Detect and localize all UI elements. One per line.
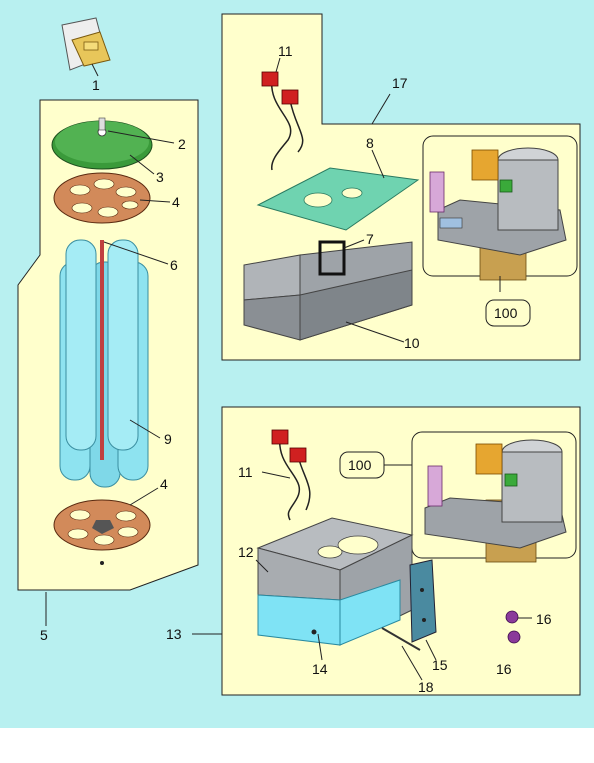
part-18-screw (381, 627, 421, 651)
part-9-tubes (59, 239, 149, 488)
part-10-housing (243, 241, 413, 341)
callout-4-bottom: 4 (160, 476, 168, 492)
callout-100-top: 100 (494, 305, 518, 321)
callout-18: 18 (418, 679, 434, 695)
part-100-top-inset (422, 135, 578, 281)
callout-10: 10 (404, 335, 420, 351)
callout-11-top: 11 (278, 43, 293, 59)
part-7-frame (318, 240, 346, 276)
part-8-gasket (256, 167, 420, 231)
callout-7: 7 (366, 231, 374, 247)
callout-9: 9 (164, 431, 172, 447)
callout-6: 6 (170, 257, 178, 273)
callout-100-top-box (485, 299, 531, 327)
part-1-bracket (61, 17, 111, 71)
callout-1: 1 (92, 77, 100, 93)
callout-11-bottom: 11 (238, 464, 253, 480)
callout-4-top: 4 (172, 194, 180, 210)
callout-12: 12 (238, 544, 254, 560)
callout-3: 3 (156, 169, 164, 185)
callout-13: 13 (166, 626, 182, 642)
part-2-green-plate (51, 117, 153, 170)
part-16-knobs (505, 610, 521, 644)
callout-15: 15 (432, 657, 448, 673)
callout-100-bottom: 100 (348, 457, 372, 473)
part-11-top-wiring (261, 71, 304, 171)
part-15-bracket (409, 559, 437, 643)
callout-17: 17 (392, 75, 408, 91)
callout-16-bottom: 16 (496, 661, 512, 677)
callout-14: 14 (312, 661, 328, 677)
leader-lines (45, 57, 532, 681)
part-4-bottom-disc (53, 499, 151, 565)
part-6-rod (100, 240, 104, 460)
callout-16-top: 16 (536, 611, 552, 627)
callout-8: 8 (366, 135, 374, 151)
bottom-margin (0, 728, 594, 763)
part-4-top-disc (53, 172, 151, 224)
part-100-bottom-inset (411, 431, 577, 563)
part-12-14-lower-housing (256, 517, 414, 646)
callout-2: 2 (178, 136, 186, 152)
callout-5: 5 (40, 627, 48, 643)
part-11-bottom-wiring (271, 429, 311, 521)
